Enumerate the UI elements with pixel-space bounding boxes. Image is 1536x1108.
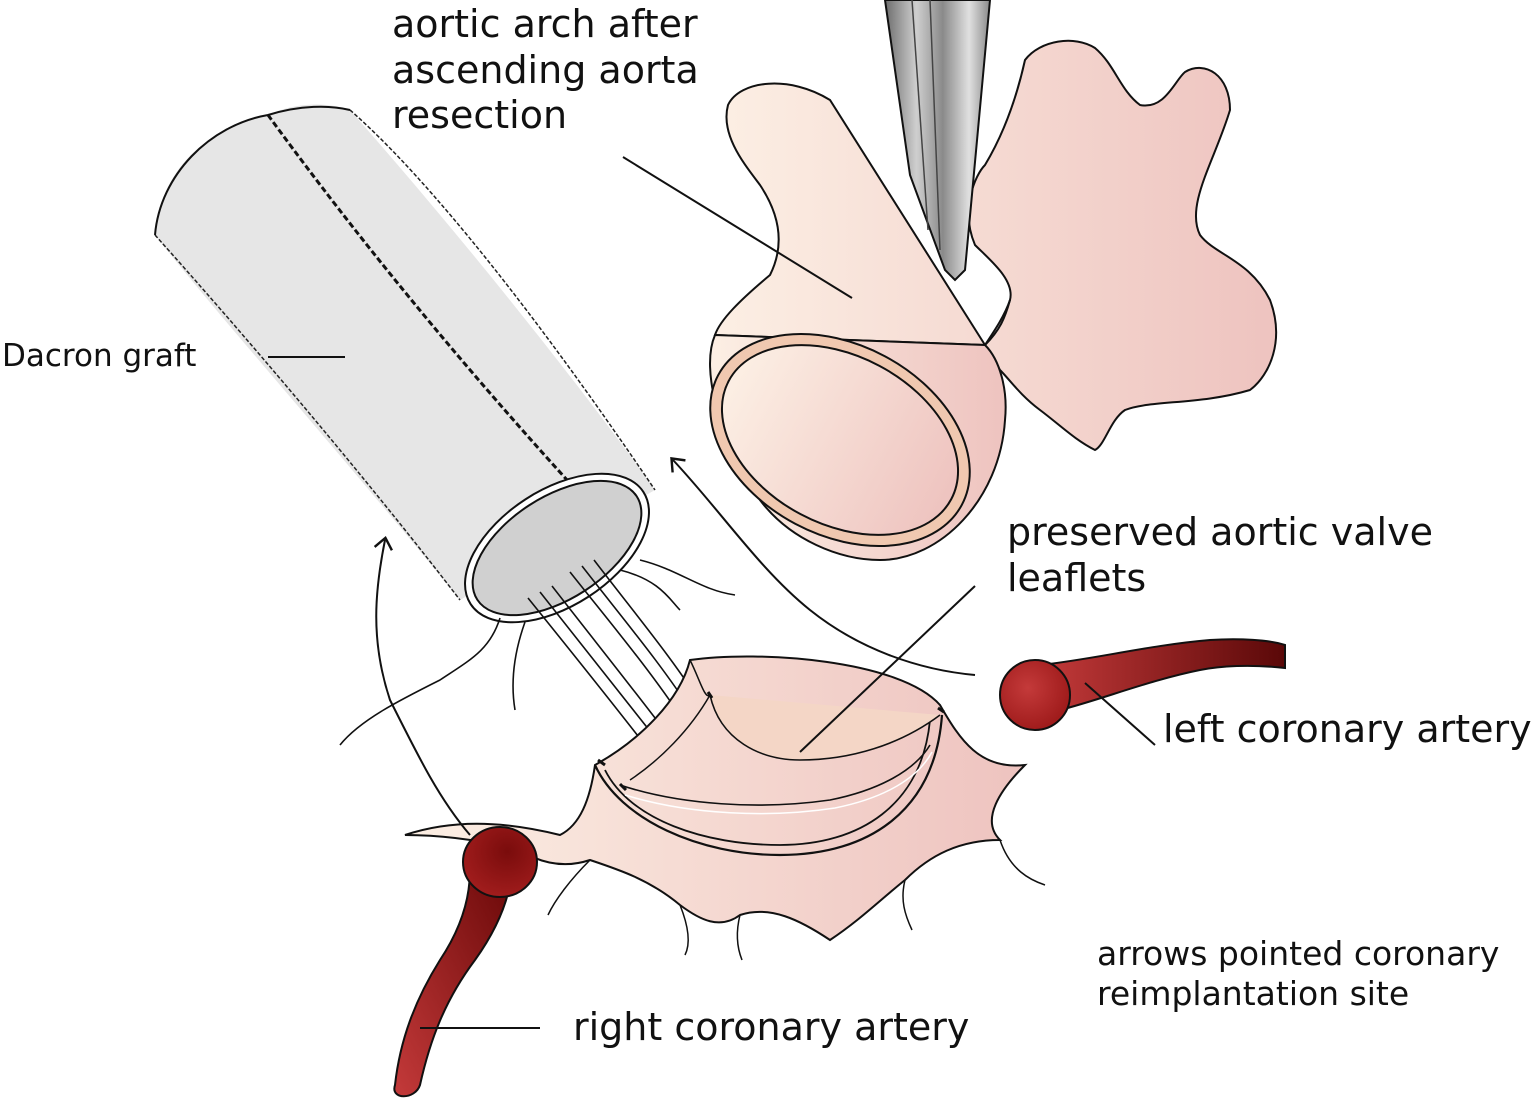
valve-annulus [593,714,944,857]
label-dacron-graft: Dacron graft [2,338,197,374]
label-arrows-note-line-2: reimplantation site [1097,973,1410,1013]
label-left-coronary: left coronary artery [1163,707,1532,751]
label-aortic-arch-line-1: aortic arch after [392,2,698,46]
aortic-arch-body [713,39,1278,452]
label-aortic-arch-line-3: resection [392,93,568,138]
label-arrows-note-line-1: arrows pointed coronary [1097,934,1500,973]
valve-leaflet-2 [619,744,931,806]
label-right-coronary: right coronary artery [573,1005,970,1049]
right-coronary-artery [393,826,538,1098]
left-coronary-vessel [1038,638,1286,712]
graft-body [155,104,655,601]
clamp-jaw [883,0,992,282]
aortic-arch [709,39,1278,562]
leader-left-coronary [1084,682,1156,746]
label-valve-leaflets-line-2: leaflets [1007,555,1147,600]
right-coronary-vessel [393,869,514,1098]
leader-valve-leaflets [799,585,976,753]
aortic-clamp [883,0,992,282]
label-aortic-arch-line-2: ascending aorta [392,47,699,92]
graft-top-edge [349,109,656,491]
reimplantation-arrows [373,456,976,836]
arrow-left-coronary [670,456,976,676]
graft-bottom-edge [154,234,461,601]
label-arrows-note: arrows pointed coronary reimplantation s… [1097,934,1499,1013]
leader-aortic-arch [622,156,853,299]
label-valve-leaflets: preserved aortic valve leaflets [1007,510,1433,601]
graft-seam [266,114,580,494]
leader-lines [268,156,1156,1029]
left-coronary-button [999,659,1071,731]
arrow-right-coronary [373,535,471,836]
label-valve-leaflets-line-1: preserved aortic valve [1007,510,1433,554]
valve-leaflet-3 [629,694,711,781]
label-aortic-arch: aortic arch after ascending aorta resect… [392,2,699,139]
right-coronary-button [462,826,538,898]
left-coronary-artery [999,638,1286,731]
dacron-graft [154,104,656,624]
graft-top-cap [154,105,351,236]
aorta-cut-lumen [720,344,960,536]
arch-fold-line [984,299,1011,346]
